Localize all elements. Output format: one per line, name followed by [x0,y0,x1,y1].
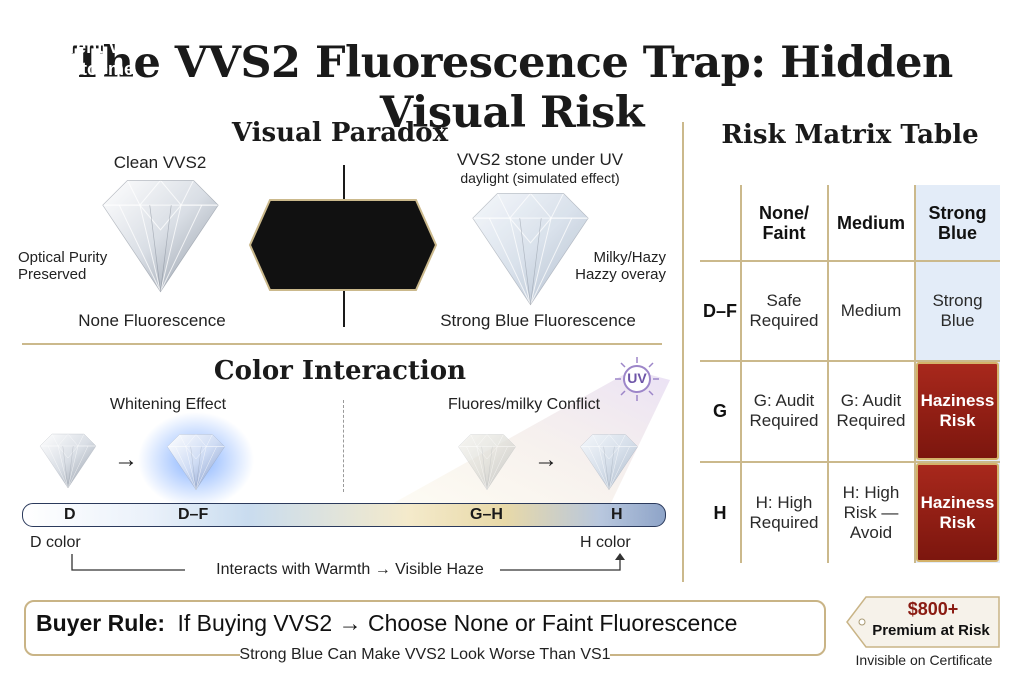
color-dashed-divider [343,400,344,492]
d-color-diamond [28,430,108,490]
color-scale-bar [22,503,666,527]
clean-vvs2-caption: Clean VVS2 [113,153,207,172]
price-tag-note: Invisible on Certificate [855,652,993,668]
scale-label-gh: G–H [470,506,503,523]
price-tag [846,596,1000,648]
uv-icon-label: UV [627,370,647,386]
uv-stone-caption: VVS2 stone under UV daylight (simulated … [456,150,624,186]
none-fluorescence-label: None Fluorescence [78,311,226,330]
interaction-flow-line [71,553,625,571]
paradox-badge-text: Same Clarity • Different Visual Outcome [29,15,161,79]
h-color-label: H color [580,534,631,551]
scale-label-h: H [611,506,623,523]
buyer-rule-label: Buyer Rule: [36,610,166,636]
col-header-none-faint: None/Faint [758,202,809,243]
scale-label-df: D–F [178,506,209,523]
price-tag-amount: $800+ [907,599,959,619]
matrix-heading: Risk Matrix Table [721,120,979,150]
price-tag-label: Premium at Risk [872,622,990,639]
grid-hline-3 [700,461,1000,463]
uv-icon [615,357,659,401]
page-title: The VVS2 Fluorescence Trap: Hidden Visua… [71,38,953,138]
buyer-rule-sub-bg [240,646,610,664]
gh-milky-diamond [446,430,528,492]
row-label-df: D–F [702,300,737,321]
section-divider [22,343,662,345]
paradox-badge [248,199,438,291]
milky-conflict-caption: Fluores/milky Conflict [447,396,601,413]
conflict-arrow: → [534,446,558,473]
paradox-heading: Visual Paradox [231,118,449,148]
grid-hline-1 [700,260,1000,262]
hazy-diamond-image [448,185,613,309]
whitening-effect-caption: Whitening Effect [109,396,227,413]
interaction-flow-text: Interacts with Warmth → Visible Haze [216,561,484,578]
strong-blue-fluorescence-label: Strong Blue Fluorescence [440,311,636,330]
color-heading: Color Interaction [213,356,467,386]
milky-hazy-note: Milky/Hazy Hazzy overay [575,249,666,283]
buyer-rule-subtext: Strong Blue Can Make VVS2 Look Worse Tha… [239,646,611,663]
scale-label-d: D [64,506,76,523]
row-label-g: G [712,401,727,421]
d-color-label: D color [30,534,81,551]
grid-hline-2 [700,360,1000,362]
grid-vline-1 [740,185,742,563]
buyer-rule-statement: If Buying VVS2 → Choose None or Faint Fl… [177,610,738,636]
optical-purity-note: Optical Purity Preserved [18,249,108,283]
whitening-arrow: → [114,446,138,473]
buyer-rule-text: Buyer Rule: If Buying VVS2 → Choose None… [36,610,737,637]
grid-vline-3 [914,185,916,563]
column-divider [682,122,684,582]
h-hazy-diamond [568,430,650,492]
col-header-medium: Medium [836,212,905,233]
grid-vline-2 [827,185,829,563]
cell-df-medium: Medium [840,300,902,320]
df-glowing-diamond [155,430,237,492]
row-label-h: H [713,502,727,523]
